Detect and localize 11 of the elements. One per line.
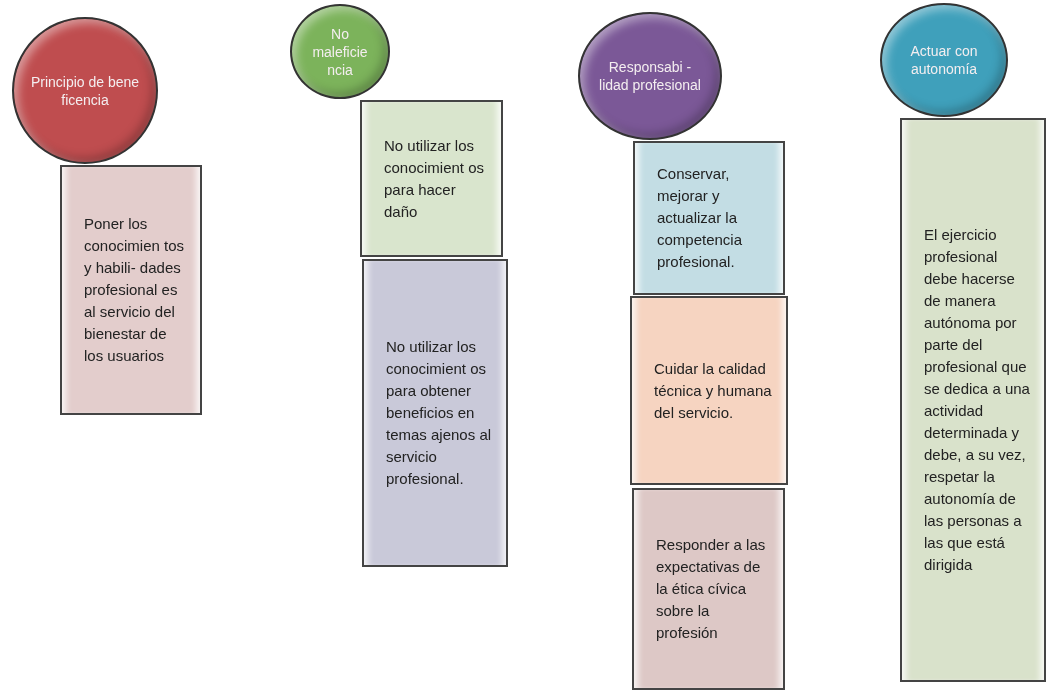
principle-circle: Responsabi -lidad profesional [578, 12, 722, 140]
description-box: Conservar, mejorar y actualizar la competencia profesional. [633, 141, 785, 295]
principle-circle: Principio de bene ficencia [12, 17, 158, 164]
description-box: No utilizar los conocimient os para hacer daño [360, 100, 503, 257]
description-box: No utilizar los conocimient os para obtener beneficios en temas ajenos al servicio profesional. [362, 259, 508, 567]
description-box: Cuidar la calidad técnica y humana del servicio. [630, 296, 788, 485]
description-box: Responder a las expectativas de la ética cívica sobre la profesión [632, 488, 785, 690]
description-box: El ejercicio profesional debe hacerse de manera autónoma por parte del profesional que se dedica a una actividad determinada y debe, a su vez, respetar la autonomía de las personas a las que está dirigida [900, 118, 1046, 682]
principle-circle: Actuar con autonomía [880, 3, 1008, 117]
principle-circle: No maleficie ncia [290, 4, 390, 99]
description-box: Poner los conocimien tos y habili- dades profesional es al servicio del bienestar de los usuarios [60, 165, 202, 415]
